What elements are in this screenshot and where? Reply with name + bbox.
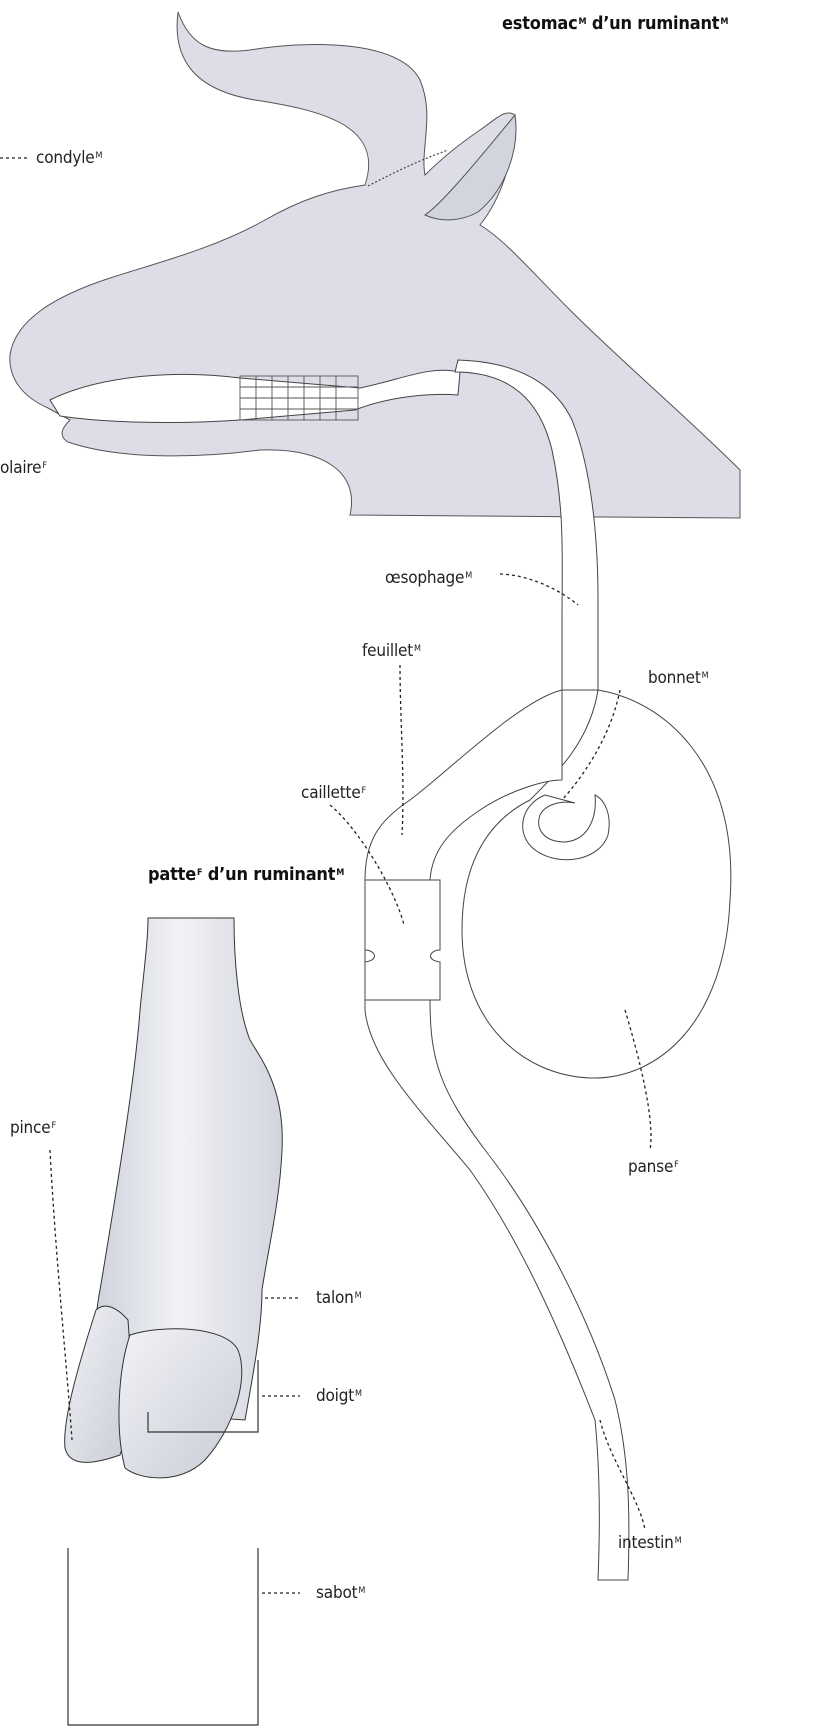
paw-title: patteF d’un ruminantM [148,865,344,885]
label-doigt: doigtM [316,1386,362,1406]
label-panse: panseF [628,1157,679,1177]
label-pince: pinceF [10,1118,56,1138]
label-intestin: intestinM [618,1533,681,1553]
ruminant-head [10,12,740,518]
label-bonnet: bonnetM [648,668,708,688]
digestive-tract [365,360,731,1580]
label-molaire: olaireF [0,458,47,478]
sabot-bracket [68,1548,258,1725]
front-claw [119,1329,242,1478]
label-talon: talonM [316,1288,361,1308]
label-condyle: condyleM [36,148,102,168]
label-sabot: sabotM [316,1583,365,1603]
head-silhouette [10,12,740,518]
ruminant-paw [50,918,300,1725]
label-oesophage: œsophageM [385,568,472,588]
label-feuillet: feuilletM [362,641,421,661]
label-caillette: cailletteF [301,783,366,803]
feuillet-chamber [365,880,440,1000]
stomach-title: estomacM d’un ruminantM [502,14,728,34]
